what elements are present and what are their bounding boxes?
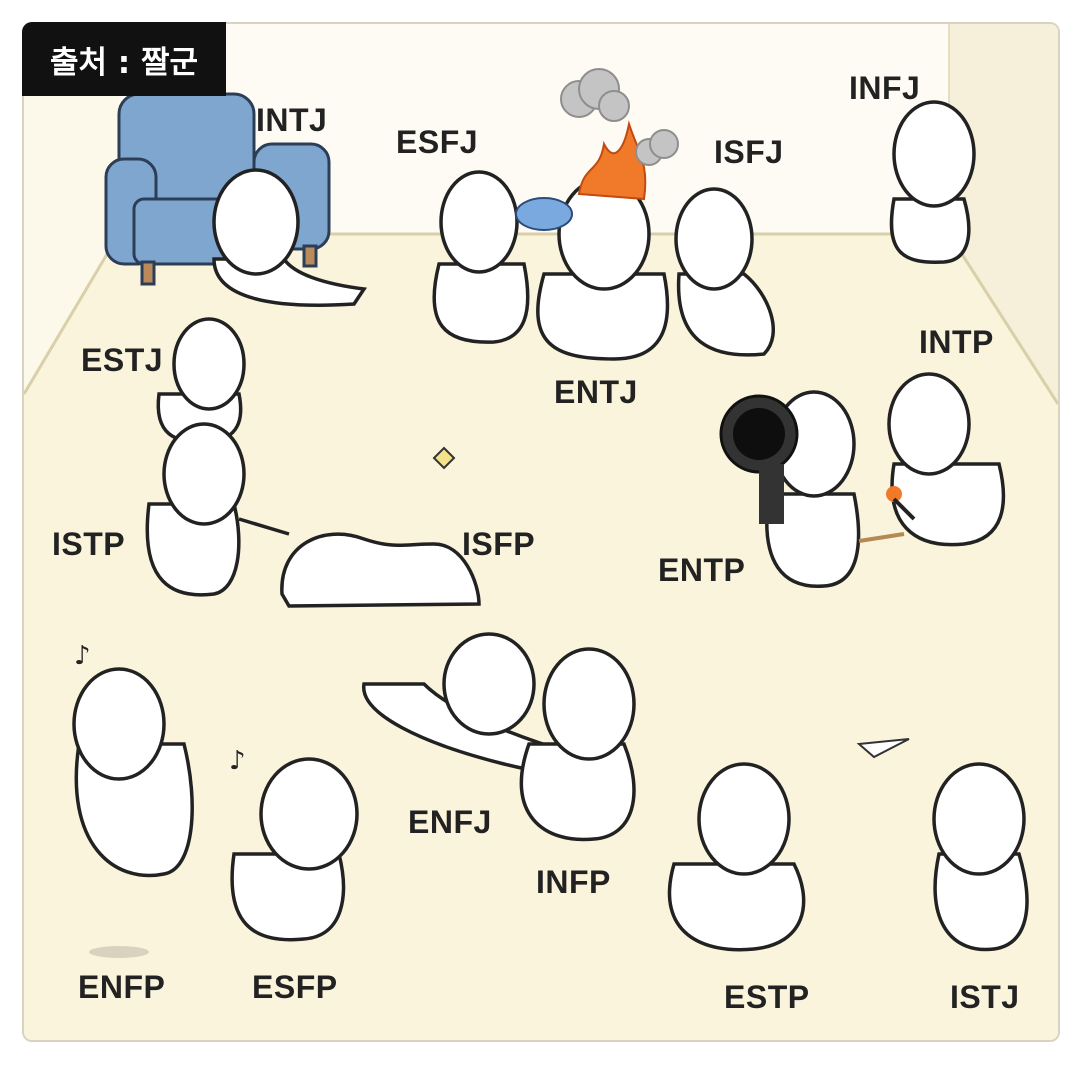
label-infp: INFP [536, 864, 611, 900]
paper-plane-icon [856, 738, 910, 759]
label-isfj: ISFJ [714, 134, 784, 170]
label-infj: INFJ [849, 70, 921, 106]
music-note-icon-2: ♪ [229, 746, 246, 776]
character-estp [667, 762, 806, 952]
illustration: ♪ ♪ [24, 24, 1058, 1040]
sparkle-icon [432, 446, 456, 470]
character-istj [932, 762, 1029, 952]
character-esfp [230, 757, 359, 942]
label-estj: ESTJ [81, 342, 164, 378]
character-intj [212, 168, 368, 307]
character-enfj [362, 632, 576, 774]
label-intp: INTP [919, 324, 994, 360]
smoke-icon [560, 68, 679, 166]
character-isfp [280, 532, 481, 608]
label-enfj: ENFJ [408, 804, 492, 840]
source-credit-badge: 출처 : 짤군 [22, 22, 226, 96]
bazooka-icon [719, 394, 799, 524]
character-infj [889, 100, 976, 264]
label-istj: ISTJ [950, 979, 1020, 1015]
label-esfj: ESFJ [396, 124, 479, 160]
fire-icon [577, 120, 647, 201]
match-fire-icon [886, 486, 916, 521]
shadow [89, 946, 149, 958]
character-entj [536, 177, 670, 361]
label-isfp: ISFP [462, 526, 536, 562]
character-infp [519, 647, 636, 842]
label-estp: ESTP [724, 979, 810, 1015]
music-note-icon: ♪ [74, 641, 91, 671]
label-entp: ENTP [658, 552, 746, 588]
left-wall [24, 24, 119, 394]
right-wall [949, 24, 1058, 404]
character-istp [145, 422, 290, 597]
label-entj: ENTJ [554, 374, 638, 410]
label-istp: ISTP [52, 526, 126, 562]
character-intp [887, 372, 1006, 547]
label-esfp: ESFP [252, 969, 338, 1005]
character-enfp [72, 667, 194, 878]
label-intj: INTJ [256, 102, 328, 138]
character-isfj [674, 187, 775, 357]
comic-panel: ♪ ♪ INTJ ESFJ ISFJ INFJ ESTJ ENTJ INTP I… [22, 22, 1060, 1042]
label-enfp: ENFP [78, 969, 166, 1005]
character-esfj [432, 170, 530, 344]
fan-icon [515, 197, 573, 231]
